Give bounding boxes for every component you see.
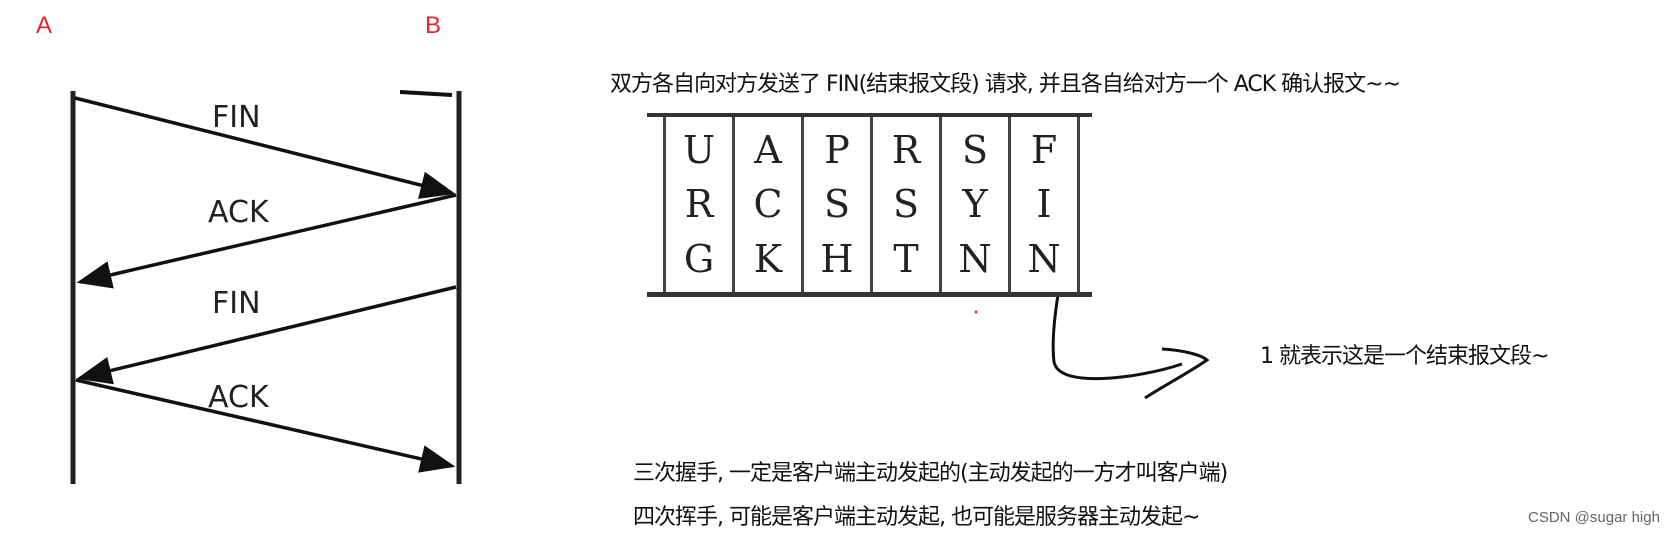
flag-letter: I: [1036, 182, 1052, 227]
header-note: 双方各自向对方发送了 FIN(结束报文段) 请求, 并且各自给对方一个 ACK …: [610, 72, 1401, 97]
hand-drawn-arrow: [1051, 294, 1183, 381]
flag-letter: S: [961, 128, 989, 173]
endpoint-b-label: B: [425, 12, 442, 39]
flag-letter: S: [823, 182, 851, 227]
message-label: FIN: [212, 100, 261, 135]
flag-syn: S Y N: [939, 117, 1008, 292]
endpoint-a-label: A: [36, 12, 53, 39]
note-line-1: 三次握手, 一定是客户端主动发起的(主动发起的一方才叫客户端): [633, 461, 1228, 486]
arrow-fin-b-to-a: [76, 285, 457, 385]
message-label: ACK: [208, 195, 269, 230]
flag-letter: G: [683, 236, 715, 281]
flag-letter: F: [1030, 128, 1058, 173]
flag-letter: A: [754, 128, 782, 173]
note-line-2: 四次挥手, 可能是客户端主动发起, 也可能是服务器主动发起~: [633, 505, 1200, 530]
flag-letter: U: [682, 128, 716, 173]
watermark: CSDN @sugar high: [1528, 509, 1660, 526]
flag-letter: R: [684, 182, 714, 227]
flag-letter: R: [891, 128, 921, 173]
arrow-fin-a-to-b: [74, 96, 456, 199]
flag-letter: Y: [962, 182, 988, 227]
flag-urg: U R G: [663, 117, 732, 292]
flag-rst: R S T: [870, 117, 939, 292]
arrow-ack-a-to-b: [75, 378, 456, 473]
flag-letter: C: [753, 182, 783, 227]
flag-psh: P S H: [801, 117, 870, 292]
hand-drawn-arrowhead: [1144, 347, 1210, 400]
tick-top-b: [399, 90, 453, 97]
flag-letter: P: [824, 128, 850, 173]
arrow-ack-b-to-a: [76, 193, 457, 289]
message-label: FIN: [212, 286, 261, 321]
flag-letter: T: [893, 236, 919, 281]
flag-letter: H: [820, 236, 854, 281]
flag-letter: K: [753, 236, 783, 281]
flag-letter: S: [892, 182, 920, 227]
flag-fin: F I N: [1008, 117, 1080, 292]
fin-note: 1 就表示这是一个结束报文段~: [1260, 344, 1549, 369]
tcp-flags-table: U R G A C K P S H R S T S Y N F I N: [647, 113, 1092, 297]
message-label: ACK: [208, 380, 269, 415]
flag-ack: A C K: [732, 117, 801, 292]
flag-letter: N: [958, 236, 992, 281]
red-dot: [974, 310, 978, 314]
flag-letter: N: [1027, 236, 1061, 281]
